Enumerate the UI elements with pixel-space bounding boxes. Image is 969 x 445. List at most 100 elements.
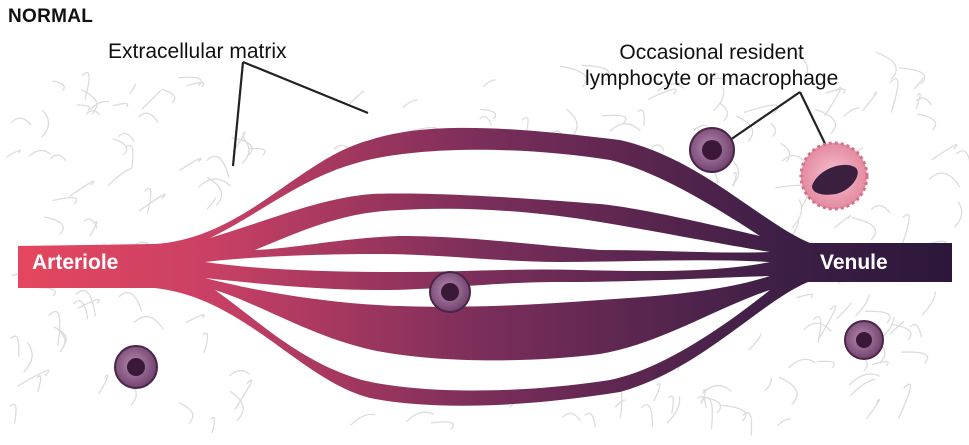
matrix-fiber [771,123,776,136]
matrix-fiber [142,91,160,109]
matrix-fiber [638,110,644,126]
matrix-fiber [779,377,797,404]
matrix-fiber [603,115,626,123]
matrix-fiber [585,413,596,427]
matrix-fiber [834,216,850,228]
matrix-fiber [39,288,56,296]
matrix-fiber [792,200,802,228]
matrix-fiber [863,92,877,111]
arteriole-label: Arteriole [32,251,118,275]
extracellular-matrix-label: Extracellular matrix [108,40,287,64]
matrix-fiber [145,189,151,213]
matrix-fiber [118,133,134,141]
matrix-fiber [53,81,65,91]
matrix-fiber [749,334,762,350]
matrix-fiber [108,169,131,186]
matrix-leader-line [233,62,243,166]
matrix-fiber [50,155,66,161]
matrix-fiber [207,156,229,177]
matrix-fiber [837,303,852,319]
diagram-title: NORMAL [8,6,93,28]
matrix-fiber [203,333,208,353]
matrix-fiber [890,79,898,113]
matrix-fiber [902,352,928,363]
matrix-fiber [561,66,587,87]
matrix-fiber [777,419,790,426]
matrix-fiber [789,359,816,367]
matrix-fiber [703,386,732,394]
matrix-fiber [898,384,910,419]
matrix-fiber [18,370,49,386]
matrix-fiber [99,375,108,394]
matrix-fiber [406,412,433,422]
matrix-fiber [431,422,454,430]
matrix-fiber [917,114,936,130]
matrix-fiber [10,404,16,423]
resident-cell-label: Occasional resident lymphocyte or macrop… [585,40,838,92]
matrix-fiber [139,194,165,211]
matrix-fiber [11,118,31,125]
matrix-fiber [954,202,962,227]
matrix-fiber [82,73,89,100]
matrix-fiber [701,398,713,429]
matrix-fiber [922,292,935,315]
matrix-fiber [7,150,21,157]
matrix-fiber [37,376,41,392]
matrix-fiber [615,400,625,407]
matrix-fiber [563,414,581,421]
matrix-fiber [871,206,890,214]
matrix-fiber [179,403,193,424]
matrix-fiber [134,317,163,330]
matrix-fiber [53,198,77,204]
matrix-fiber [113,103,128,107]
matrix-fiber [74,301,88,319]
matrix-fiber [24,342,33,372]
matrix-fiber [42,110,49,137]
matrix-fiber [119,293,142,312]
matrix-fiber [90,222,97,237]
matrix-fiber [69,181,94,197]
matrix-fiber [129,84,135,94]
matrix-fiber [931,145,957,160]
matrix-fiber [90,101,109,109]
matrix-fiber [721,405,746,421]
resident-cell-leader-line [730,92,800,140]
matrix-fiber [743,413,752,436]
resident-cell-label-line1: Occasional resident [585,40,838,66]
matrix-fiber [956,151,969,174]
matrix-fiber [403,100,418,108]
matrix-fiber [350,91,364,104]
matrix-fiber [207,178,221,206]
matrix-fiber [654,384,660,401]
matrix-fiber [891,324,911,340]
matrix-fiber [641,405,652,427]
matrix-fiber [902,215,909,244]
matrix-fiber [211,418,215,434]
matrix-fiber [855,295,869,317]
lymphocyte [690,128,734,172]
matrix-fiber [850,379,875,395]
lymphocyte [845,321,883,359]
matrix-fiber [187,83,204,87]
matrix-leader-line [243,62,368,113]
matrix-fiber [852,218,876,240]
matrix-fiber [77,105,90,111]
matrix-fiber [351,414,376,425]
matrix-fiber [29,150,50,156]
matrix-fiber [876,52,897,79]
matrix-fiber [113,139,127,155]
matrix-fiber [929,173,960,187]
matrix-fiber [610,124,641,132]
matrix-fiber [230,371,250,377]
lymphocyte [115,346,157,388]
matrix-fiber [844,108,860,117]
venule-label: Venule [820,251,888,275]
matrix-fiber [910,325,922,338]
matrix-fiber [207,198,216,210]
matrix-fiber [161,89,174,103]
matrix-fiber [76,290,96,316]
matrix-fiber [186,315,204,323]
matrix-fiber [179,158,201,170]
matrix-fiber [796,294,812,298]
matrix-fiber [139,113,158,123]
